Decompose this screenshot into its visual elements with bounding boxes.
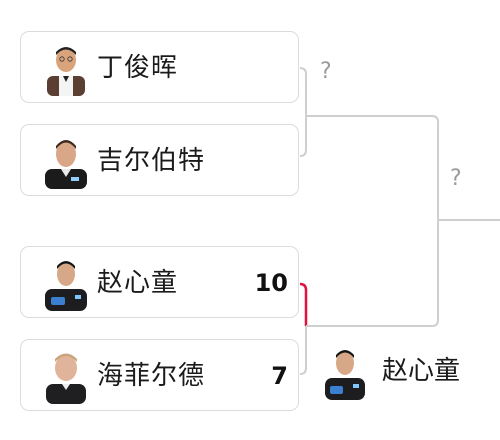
player-name: 丁俊晖 bbox=[97, 53, 179, 83]
connector-loser-line bbox=[299, 326, 307, 375]
match-winner-name: 赵心童 bbox=[382, 356, 461, 386]
player-card[interactable]: 赵心童 10 bbox=[20, 246, 299, 318]
connector-winner-line bbox=[299, 282, 308, 326]
player-avatar-icon bbox=[45, 261, 87, 311]
player-name: 吉尔伯特 bbox=[97, 146, 206, 176]
player-name: 海菲尔德 bbox=[97, 361, 206, 391]
player-name: 赵心童 bbox=[97, 268, 179, 298]
match-result-placeholder: ? bbox=[320, 59, 332, 84]
connector-match-1 bbox=[299, 67, 307, 157]
next-round-placeholder: ? bbox=[450, 166, 462, 191]
player-card[interactable]: 丁俊晖 bbox=[20, 31, 299, 103]
player-score: 10 bbox=[254, 269, 288, 297]
player-avatar-icon bbox=[47, 47, 85, 96]
player-score: 7 bbox=[271, 362, 288, 390]
winner-avatar-icon bbox=[325, 350, 365, 400]
connector-semifinal bbox=[431, 115, 439, 327]
player-avatar-icon bbox=[46, 353, 86, 404]
player-card[interactable]: 吉尔伯特 bbox=[20, 124, 299, 196]
player-card[interactable]: 海菲尔德 7 bbox=[20, 339, 299, 411]
player-avatar-icon bbox=[45, 140, 87, 189]
